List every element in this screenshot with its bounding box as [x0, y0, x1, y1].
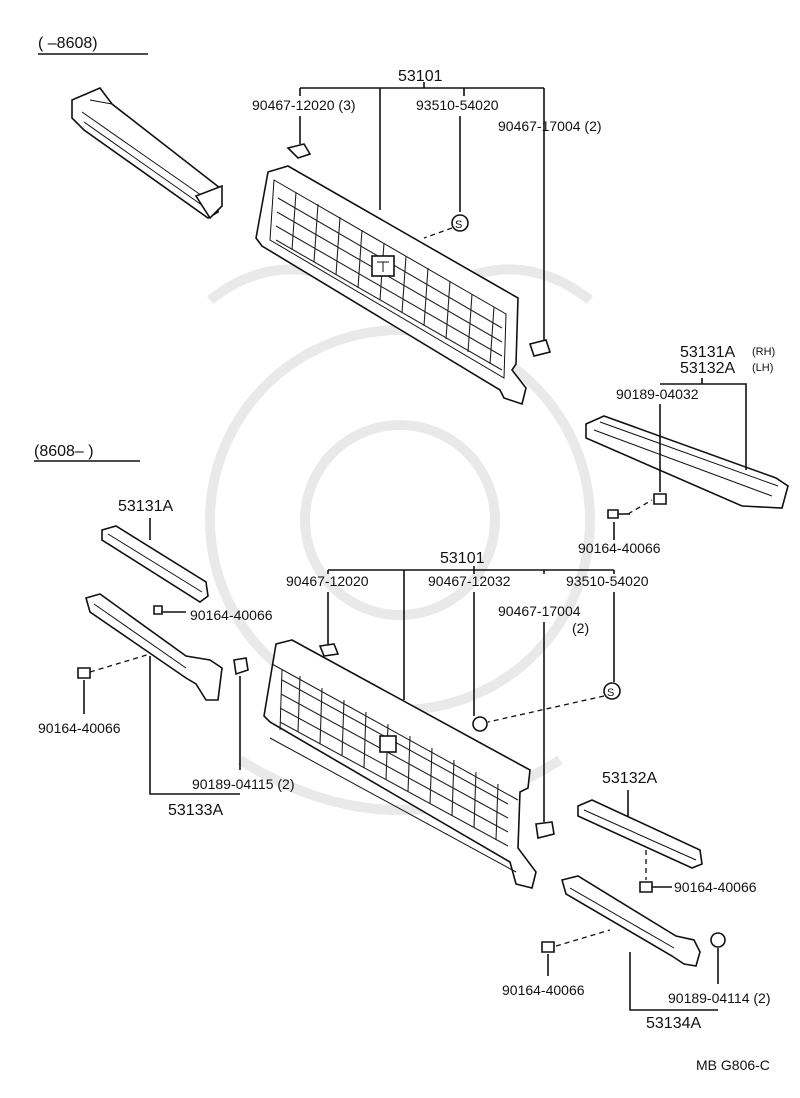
label-retainer-bottom: 90467-17004	[498, 603, 581, 619]
label-screw-right: 90164-40066	[578, 540, 661, 556]
clip-bottom-b-part	[472, 716, 488, 732]
screw-right-part	[607, 509, 630, 519]
label-emblem-bottom: 93510-54020	[566, 573, 649, 589]
grille-late-emblem-badge	[379, 735, 397, 753]
screw-right-b-part	[541, 941, 555, 953]
label-molding-lh-tag: (LH)	[752, 362, 773, 374]
label-screw-right-b: 90164-40066	[502, 982, 585, 998]
label-bracket-right: 53134A	[646, 1015, 701, 1032]
svg-text:S: S	[455, 219, 462, 231]
svg-text:S: S	[607, 687, 614, 699]
side-molding-left-late	[101, 525, 209, 603]
label-retainer-bottom-qty: (2)	[572, 620, 589, 636]
nut-right-part	[653, 493, 667, 505]
section-header-early: ( –8608)	[38, 35, 98, 52]
emblem-s-bottom	[603, 682, 621, 700]
label-screw-left-b: 90164-40066	[38, 720, 121, 736]
label-molding-right-late: 53132A	[602, 770, 657, 787]
screw-left-b-part	[77, 667, 91, 679]
label-molding-lh: 53132A	[680, 360, 735, 377]
bracket-left	[85, 593, 223, 701]
label-bracket-left: 53133A	[168, 802, 223, 819]
clip-bottom-a-part	[318, 643, 340, 657]
clip-top-part	[286, 143, 312, 159]
diagram-code: MB G806-C	[696, 1057, 770, 1073]
label-emblem-top: 93510-54020	[416, 97, 499, 113]
label-grille-top: 53101	[398, 68, 443, 85]
label-screw-left-a: 90164-40066	[190, 607, 273, 623]
section-header-late: (8608– )	[34, 443, 94, 460]
emblem-s-top	[451, 214, 469, 232]
label-molding-left-late: 53131A	[118, 498, 173, 515]
label-grille-bottom: 53101	[440, 550, 485, 567]
label-clip-bottom-b: 90467-12032	[428, 573, 511, 589]
side-molding-right	[585, 415, 789, 509]
upper-molding-early	[71, 87, 223, 220]
label-screw-right-a: 90164-40066	[674, 879, 757, 895]
grille-late	[263, 639, 537, 889]
retainer-top-part	[528, 339, 552, 357]
label-nut-right-late: 90189-04114 (2)	[668, 990, 770, 1006]
label-retainer-top: 90467-17004 (2)	[498, 118, 602, 134]
nut-left-part	[233, 657, 249, 676]
label-clip-bottom-a: 90467-12020	[286, 573, 369, 589]
grille-early-mesh	[275, 191, 503, 371]
screw-left-a-part	[153, 605, 186, 615]
label-nut-left: 90189-04115 (2)	[192, 776, 294, 792]
label-nut-right: 90189-04032	[616, 386, 699, 402]
side-molding-right-late	[577, 799, 703, 869]
label-molding-rh: 53131A	[680, 344, 735, 361]
grille-early	[255, 165, 527, 406]
retainer-bottom-part	[535, 821, 555, 839]
label-clip-top: 90467-12020 (3)	[252, 97, 356, 113]
bracket-right	[561, 875, 701, 967]
nut-right-late-part	[710, 932, 726, 948]
screw-right-a-part	[639, 881, 653, 893]
label-molding-rh-tag: (RH)	[752, 346, 775, 358]
